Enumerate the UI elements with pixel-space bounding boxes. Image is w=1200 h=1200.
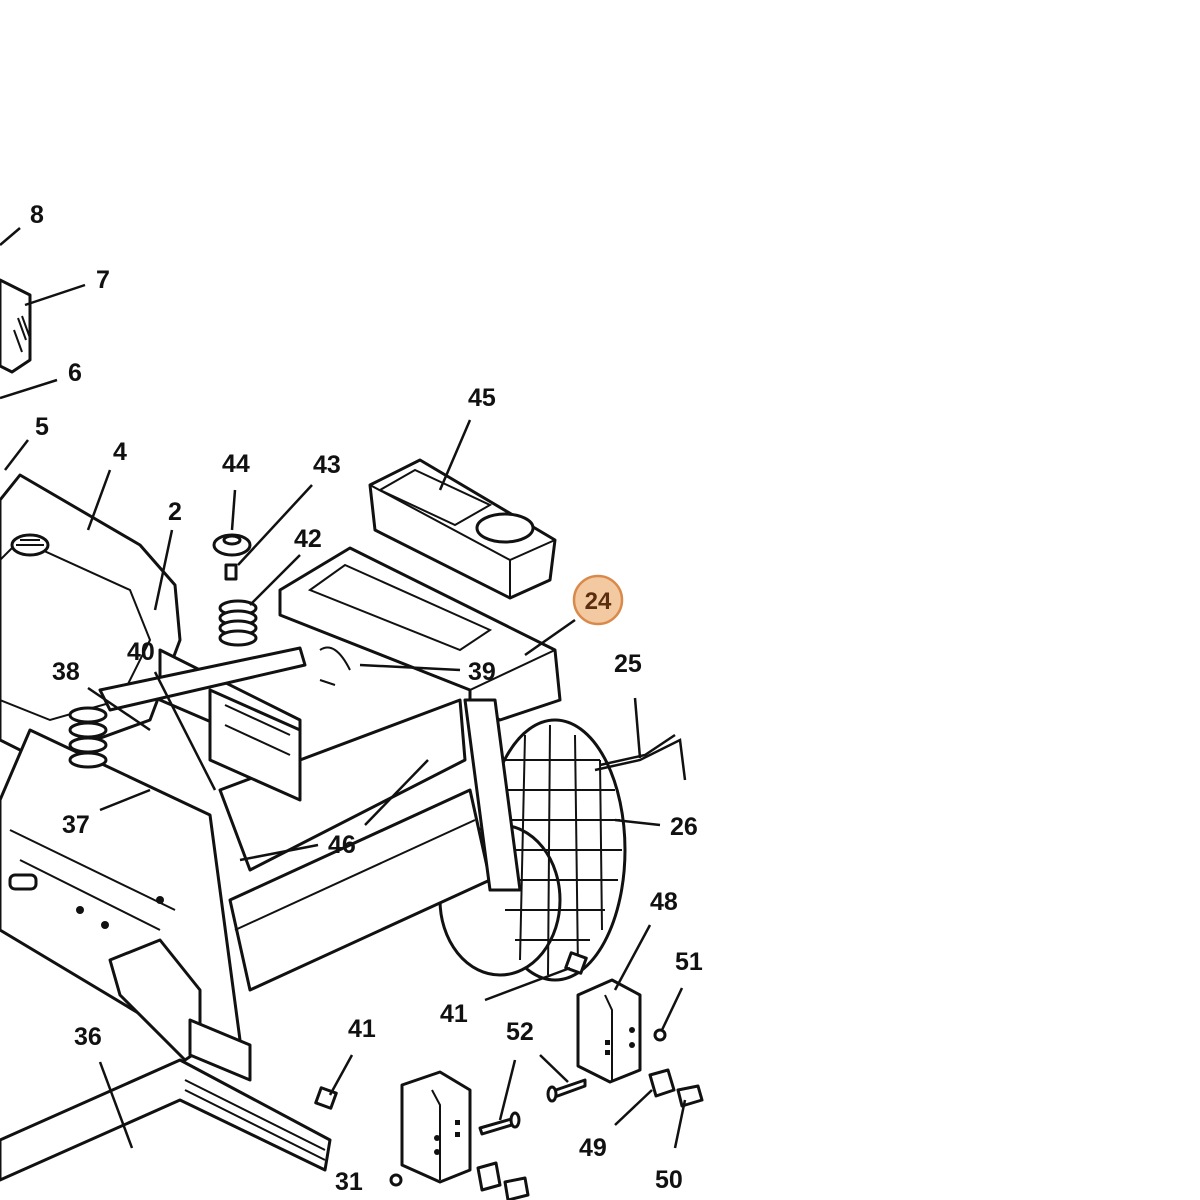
frame-drawing [0, 278, 704, 1200]
spring-38 [68, 706, 108, 769]
highlight-circle [572, 574, 624, 626]
label-25: 25 [614, 650, 642, 678]
label-31: 31 [335, 1168, 363, 1196]
label-41-upper: 41 [440, 1000, 468, 1028]
label-52: 52 [506, 1018, 534, 1046]
part-labels: 8 7 6 5 4 44 43 45 2 42 40 38 39 25 37 4… [30, 201, 703, 1196]
label-49: 49 [579, 1134, 607, 1162]
label-38: 38 [52, 658, 80, 686]
label-36: 36 [74, 1023, 102, 1051]
spring-42 [218, 599, 258, 647]
highlight-label: 24 [585, 588, 612, 615]
label-51: 51 [675, 948, 703, 976]
label-42: 42 [294, 525, 322, 553]
label-4: 4 [113, 438, 127, 466]
leader-lines [0, 227, 687, 1149]
label-41-lower: 41 [348, 1015, 376, 1043]
label-8: 8 [30, 201, 44, 229]
label-5: 5 [35, 413, 49, 441]
label-26: 26 [670, 813, 698, 841]
label-44: 44 [222, 450, 250, 478]
label-2: 2 [168, 498, 182, 526]
label-6: 6 [68, 359, 82, 387]
nut-41-upper [564, 951, 588, 975]
label-7: 7 [96, 266, 110, 294]
label-40: 40 [127, 638, 155, 666]
label-50: 50 [655, 1166, 683, 1194]
label-46: 46 [328, 831, 356, 859]
label-37: 37 [62, 811, 90, 839]
highlight-callout-24[interactable]: 24 [572, 574, 624, 626]
label-43: 43 [313, 451, 341, 479]
label-48: 48 [650, 888, 678, 916]
label-45: 45 [468, 384, 496, 412]
label-39: 39 [468, 658, 496, 686]
